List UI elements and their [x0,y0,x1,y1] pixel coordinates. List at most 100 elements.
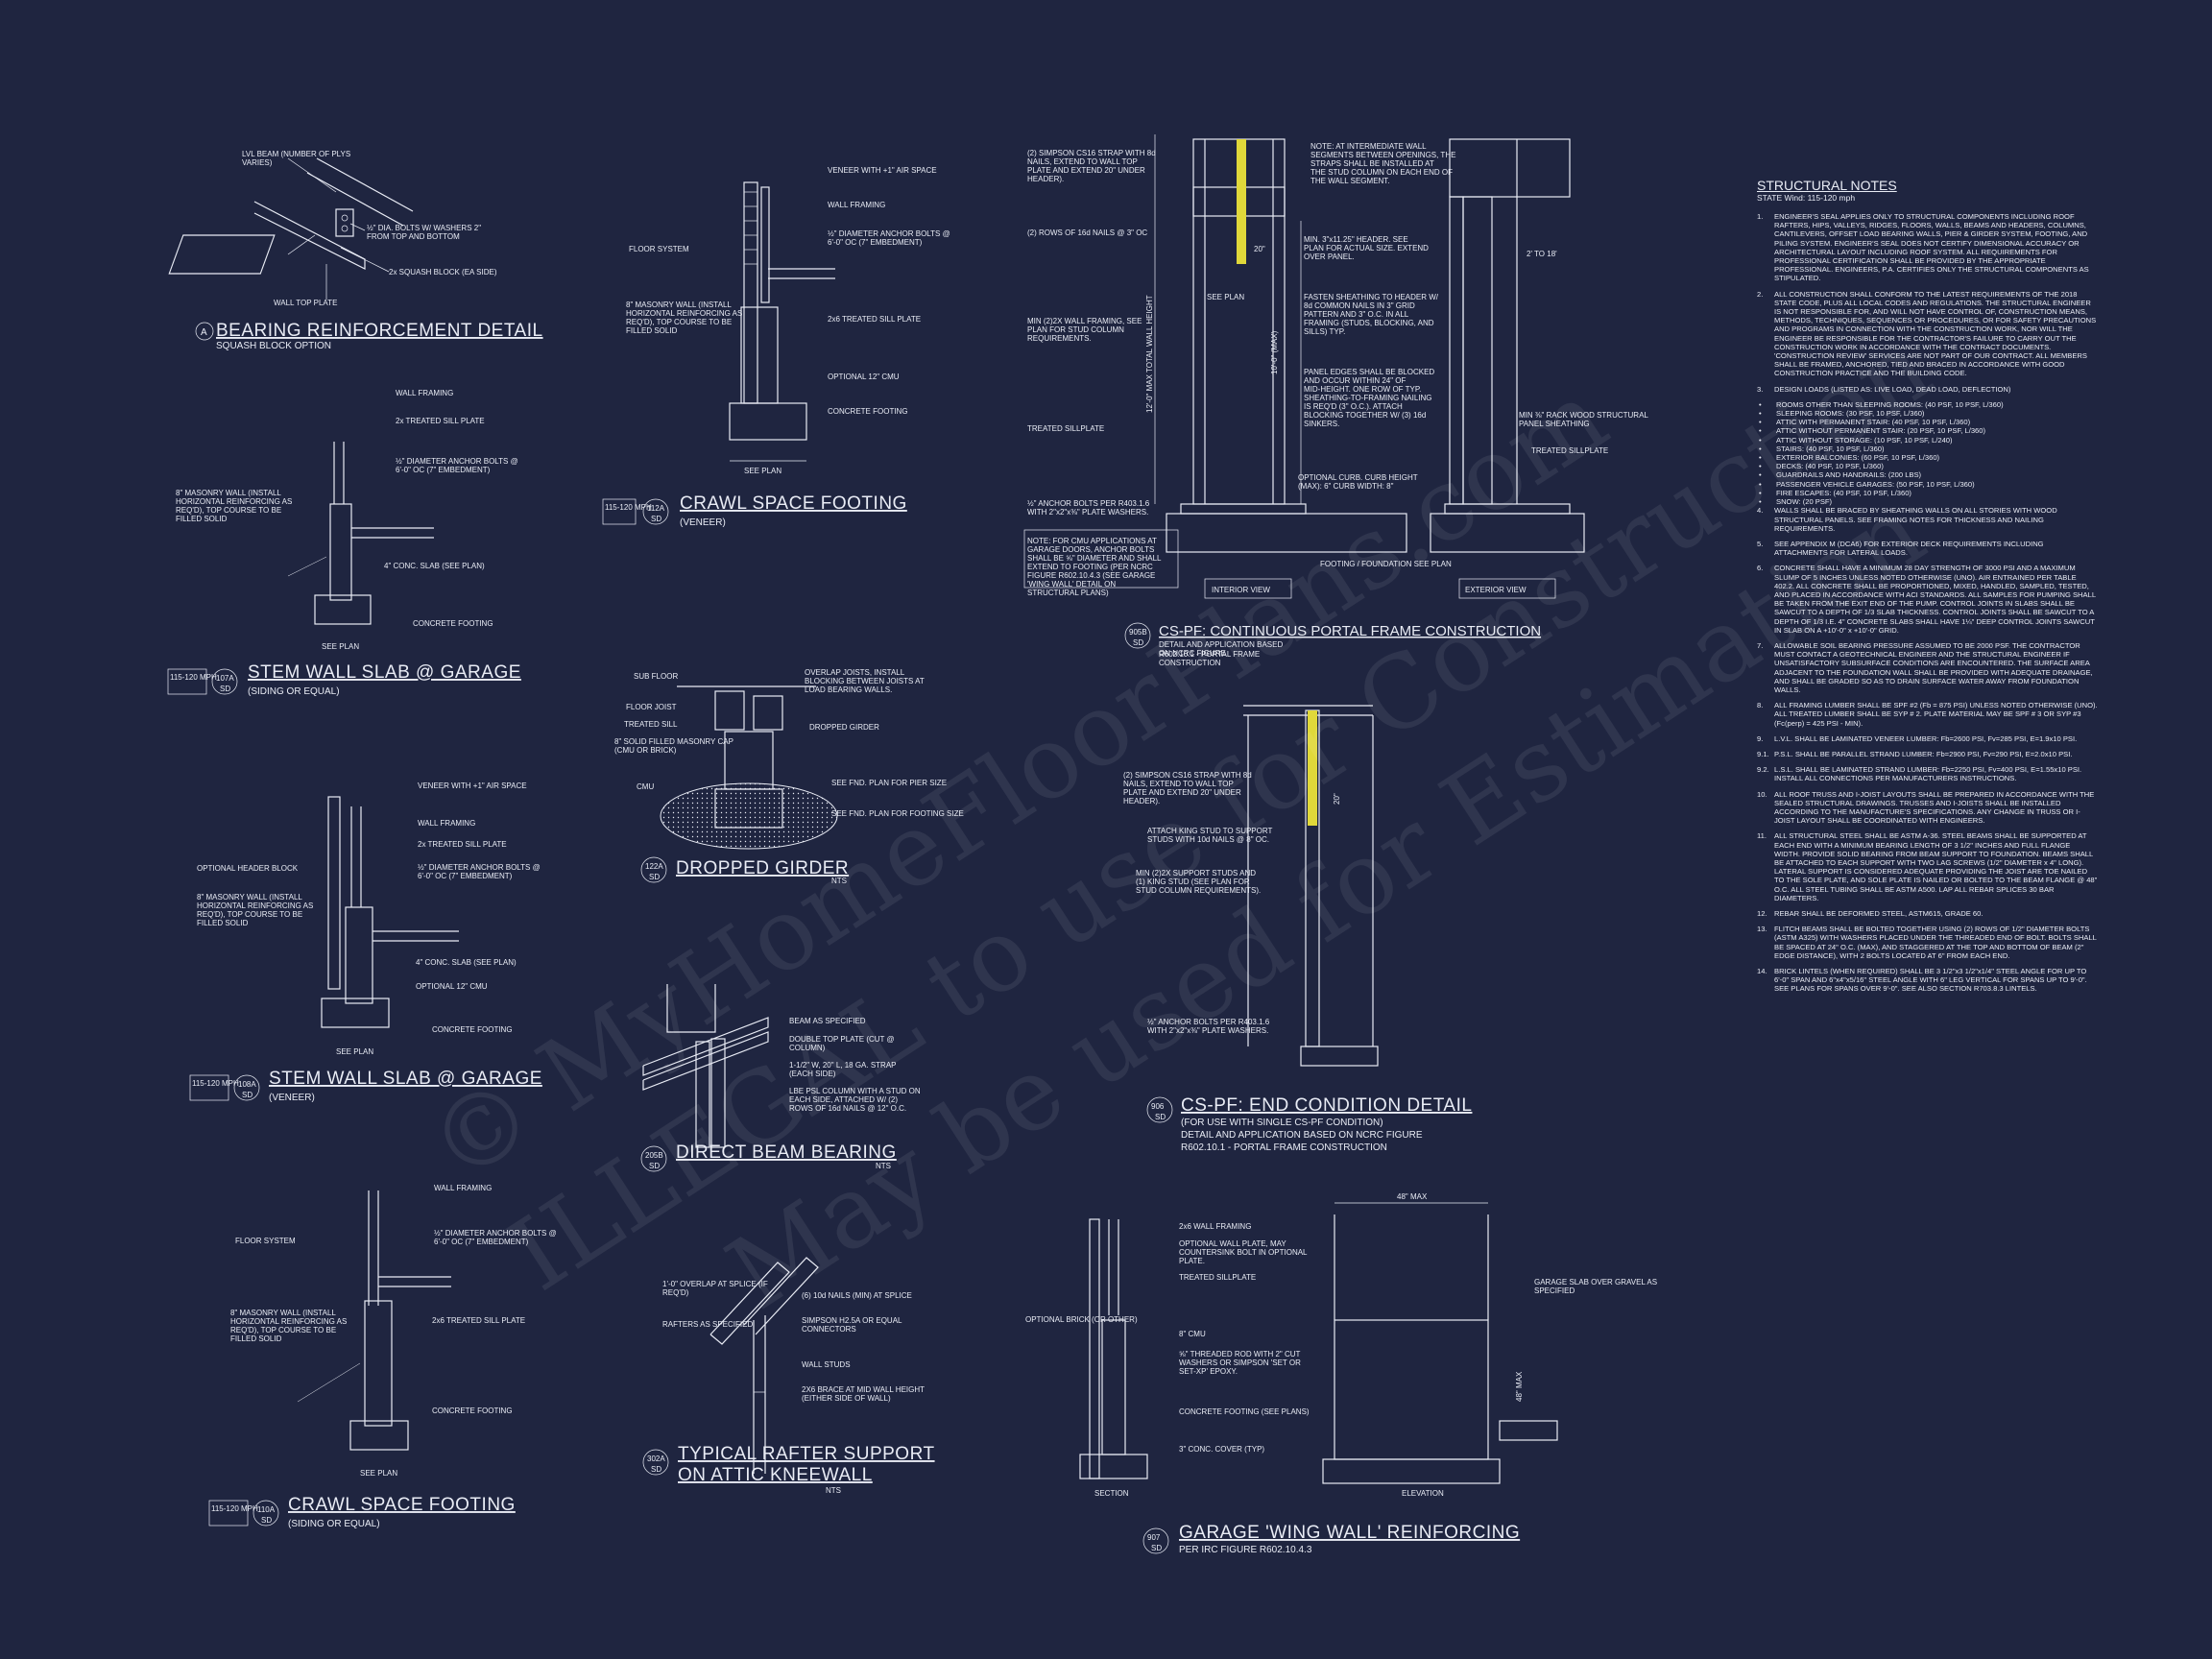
view-interior: INTERIOR VIEW [1212,586,1270,594]
structural-note-item: 11.ALL STRUCTURAL STEEL SHALL BE ASTM A-… [1757,831,2098,902]
detail-subtitle: SQUASH BLOCK OPTION [216,341,331,351]
detail-title: STEM WALL SLAB @ GARAGE [248,662,521,683]
structural-note-number: 14. [1757,967,1767,976]
callout-see-plan: SEE PLAN [360,1469,397,1478]
structural-note-number: 6. [1757,564,1764,573]
callout-sill-plate: 2x TREATED SILL PLATE [396,417,485,425]
structural-notes-state: STATE Wind: 115-120 mph [1757,193,1856,203]
callout-concrete-footing: CONCRETE FOOTING [828,407,908,416]
structural-notes-list: 1.ENGINEER'S SEAL APPLIES ONLY TO STRUCT… [1757,212,2098,994]
structural-note-item: • EXTERIOR BALCONIES: (60 PSF, 10 PSF, L/… [1757,453,2098,462]
callout-conc-cover: 3" CONC. COVER (TYP) [1179,1445,1264,1454]
structural-note-number: 2. [1757,289,1764,299]
structural-note-text: ALL STRUCTURAL STEEL SHALL BE ASTM A-36.… [1774,831,2098,902]
structural-note-text: DECKS: (40 PSF, 10 PSF, L/360) [1776,462,1884,471]
structural-note-number: • [1759,409,1762,419]
callout-support-studs: MIN (2)2X SUPPORT STUDS AND(1) KING STUD… [1136,869,1261,895]
detail-subtitle: (VENEER) [269,1093,315,1103]
callout-floor-system: FLOOR SYSTEM [235,1237,296,1245]
callout-strap: 1-1/2" W, 20" L, 18 GA. STRAP(EACH SIDE) [789,1061,897,1078]
structural-note-item: 5.SEE APPENDIX M (DCA6) FOR EXTERIOR DEC… [1757,540,2098,557]
structural-note-text: STAIRS: (40 PSF, 10 PSF, L/360) [1776,444,1885,453]
structural-note-item: •ROOMS OTHER THAN SLEEPING ROOMS: (40 PS… [1757,400,2098,409]
structural-note-text: CONCRETE SHALL HAVE A MINIMUM 28 DAY STR… [1774,564,2096,635]
callout-sill-plate: 2x6 TREATED SILL PLATE [432,1316,525,1325]
structural-note-item: 9.2.L.S.L. SHALL BE LAMINATED STRAND LUM… [1757,765,2098,782]
dim-48-max-top: 48" MAX [1397,1192,1428,1201]
structural-note-item: 9.L.V.L. SHALL BE LAMINATED VENEER LUMBE… [1757,734,2098,743]
detail-ref: 905B [1129,628,1147,637]
detail-subtitle-2: DETAIL AND APPLICATION BASED ON NCRC FIG… [1181,1130,1423,1141]
structural-note-number: • [1759,444,1762,453]
callout-masonry-cap: 8" SOLID FILLED MASONRY CAP(CMU OR BRICK… [614,737,733,755]
structural-note-text: L.V.L. SHALL BE LAMINATED VENEER LUMBER:… [1774,733,2078,743]
detail-ref: 122A [645,862,663,871]
structural-note-item: 10.ALL ROOF TRUSS AND I-JOIST LAYOUTS SH… [1757,790,2098,826]
callout-16d-nails: (2) ROWS OF 16d NAILS @ 3" OC [1027,228,1147,237]
callout-concrete-footing: CONCRETE FOOTING [432,1407,513,1415]
structural-note-item: 13.FLITCH BEAMS SHALL BE BOLTED TOGETHER… [1757,925,2098,960]
callout-see-plan: SEE PLAN [322,642,359,651]
structural-note-number: • [1759,470,1762,480]
structural-note-text: ALL FRAMING LUMBER SHALL BE SPF #2 (Fb =… [1774,701,2098,728]
sheet-ref: SD [649,1162,660,1170]
structural-note-text: BRICK LINTELS (WHEN REQUIRED) SHALL BE 3… [1774,967,2087,994]
detail-ref: 205B [645,1151,663,1160]
structural-note-number: • [1759,453,1762,463]
detail-ref: 907 [1147,1533,1161,1542]
detail-title: BEARING REINFORCEMENT DETAIL [216,321,543,341]
structural-note-text: ATTIC WITHOUT STORAGE: (10 PSF, 10 PSF, … [1776,435,1953,445]
detail-subtitle: (SIDING OR EQUAL) [248,686,340,697]
structural-note-number: 1. [1757,212,1764,221]
callout-squash-block: 2x SQUASH BLOCK (EA SIDE) [389,268,497,276]
callout-concrete-footing: CONCRETE FOOTING [413,619,493,628]
callout-wall-framing: WALL FRAMING [828,201,885,209]
callout-curb: OPTIONAL CURB. CURB HEIGHT(MAX): 6" CURB… [1298,473,1418,491]
structural-note-item: 6. CONCRETE SHALL HAVE A MINIMUM 28 DAY S… [1757,564,2098,635]
structural-note-text: EXTERIOR BALCONIES: (60 PSF, 10 PSF, L/3… [1776,453,1940,463]
detail-ref: 906 [1151,1102,1165,1111]
callout-treated-sillplate: TREATED SILLPLATE [1179,1273,1256,1282]
structural-note-number: • [1759,479,1762,489]
sheet-ref: SD [1155,1113,1166,1121]
dim-12ft: 12'-0" MAX TOTAL WALL HEIGHT [1145,295,1154,413]
structural-note-number: 10. [1757,789,1767,799]
callout-top-plate: DOUBLE TOP PLATE (CUT @COLUMN) [789,1035,895,1052]
structural-note-item: 12.REBAR SHALL BE DEFORMED STEEL, ASTM61… [1757,909,2098,918]
callout-wall-framing: WALL FRAMING [418,819,475,828]
structural-note-item: •ATTIC WITHOUT PERMANENT STAIR: (20 PSF,… [1757,426,2098,435]
callout-footing-size: SEE FND. PLAN FOR FOOTING SIZE [831,809,964,818]
callout-cmu: CMU [637,782,654,791]
structural-note-text: ATTIC WITH PERMANENT STAIR: (40 PSF, 10 … [1776,418,1971,427]
dim-10ft: 10'-0" (MAX) [1270,330,1279,374]
structural-note-text: L.S.L. SHALL BE LAMINATED STRAND LUMBER:… [1774,765,2082,783]
detail-crawl-space-footing-veneer: VENEER WITH +1" AIR SPACE WALL FRAMING ½… [602,166,950,528]
structural-note-item: •GUARDRAILS AND HANDRAILS: (200 LBS) [1757,470,2098,479]
callout-slab: 4" CONC. SLAB (SEE PLAN) [416,958,517,967]
callout-nails: (6) 10d NAILS (MIN) AT SPLICE [802,1291,912,1300]
structural-note-item: •SNOW: (20 PSF) [1757,497,2098,506]
detail-ref: 112A [647,504,665,513]
structural-note-number: 13. [1757,925,1767,934]
sheet-ref: SD [220,685,230,693]
structural-note-text: SLEEPING ROOMS: (30 PSF, 10 PSF, L/360) [1776,409,1925,419]
structural-note-number: • [1759,488,1762,497]
detail-title: CRAWL SPACE FOOTING [288,1495,516,1515]
structural-note-number: 3. [1757,384,1764,394]
callout-beam: BEAM AS SPECIFIED [789,1017,866,1025]
callout-treated-sill: TREATED SILL [624,720,678,729]
sheet-ref: SD [1133,638,1143,647]
structural-note-item: •PASSENGER VEHICLE GARAGES: (50 PSF, 10 … [1757,480,2098,489]
structural-note-item: •FIRE ESCAPES: (40 PSF, 10 PSF, L/360) [1757,489,2098,497]
structural-note-number: • [1759,435,1762,445]
callout-ext-sillplate: TREATED SILLPLATE [1531,446,1608,455]
